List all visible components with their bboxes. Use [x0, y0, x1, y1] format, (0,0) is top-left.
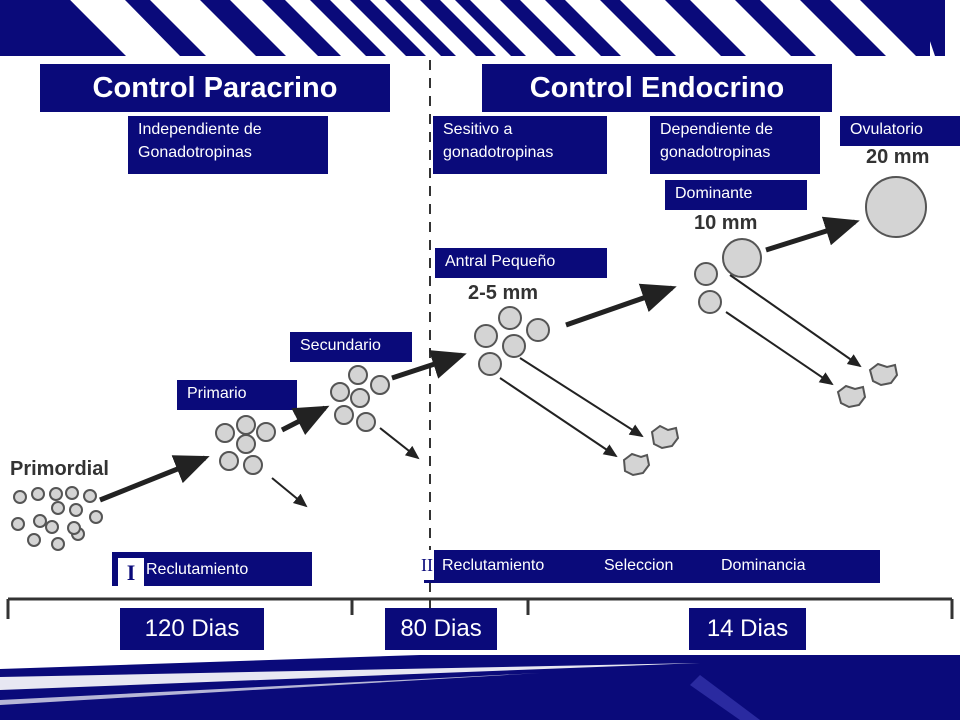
secondary-follicles [330, 365, 390, 432]
ovulatory-follicle [865, 176, 927, 238]
label-dependent: Dependiente de gonadotropinas [650, 116, 820, 174]
days-14: 14 Dias [689, 608, 806, 650]
arrow-primary-secondary [280, 405, 330, 436]
recruitment-bar-1 [112, 552, 312, 586]
arrow-antral-dominant [565, 283, 677, 328]
atretic-follicle [868, 362, 899, 387]
atretic-follicle [836, 384, 867, 409]
bottom-band-decoration [0, 655, 960, 720]
label-secondary: Secundario [290, 332, 412, 362]
dominant-follicles [694, 238, 762, 314]
arrow-atresia-2 [379, 427, 420, 460]
label-primordial: Primordial [10, 458, 109, 480]
recruitment-label-1: Reclutamiento [146, 561, 249, 578]
days-120: 120 Dias [120, 608, 264, 650]
arrow-atresia-1 [271, 477, 308, 508]
size-ovulatory: 20 mm [866, 146, 930, 168]
arrow-atresia-4 [499, 377, 618, 458]
atretic-follicle [650, 424, 680, 450]
label-ovulatory: Ovulatorio [840, 116, 960, 146]
label-dominant: Dominante [665, 180, 807, 210]
recruitment-marker-1: I [118, 558, 144, 588]
top-stripe-decoration [0, 0, 960, 56]
small-antral-follicles [474, 306, 550, 376]
timeline-bracket [6, 597, 954, 619]
recruitment-bar-2 [424, 550, 880, 583]
label-recruitment-2: Reclutamiento [442, 557, 545, 574]
arrow-atresia-3 [519, 357, 644, 438]
recruitment-marker-2: II [420, 550, 434, 580]
label-sensitive: Sesitivo a gonadotropinas [433, 116, 607, 174]
arrow-secondary-antral [391, 350, 467, 381]
label-independent: Independiente de Gonadotropinas [128, 116, 328, 174]
size-dominant: 10 mm [694, 212, 758, 234]
arrow-atresia-5 [729, 274, 862, 368]
title-endocrine: Control Endocrino [482, 64, 832, 112]
arrow-primordial-primary [99, 455, 210, 503]
days-80: 80 Dias [385, 608, 497, 650]
arrow-atresia-6 [725, 311, 834, 386]
follicle-diagram [11, 176, 927, 551]
atretic-follicle [622, 452, 651, 477]
label-small-antral: Antral Pequeño [435, 248, 607, 278]
label-primary: Primario [177, 380, 297, 410]
phase-divider [429, 60, 431, 620]
arrow-dominant-ovulatory [765, 216, 860, 253]
primary-follicles [215, 415, 276, 475]
label-selection: Seleccion [604, 557, 674, 574]
size-small: 2-5 mm [468, 282, 539, 304]
label-dominance: Dominancia [721, 557, 806, 574]
primordial-follicles [11, 486, 103, 551]
title-paracrine: Control Paracrino [40, 64, 390, 112]
